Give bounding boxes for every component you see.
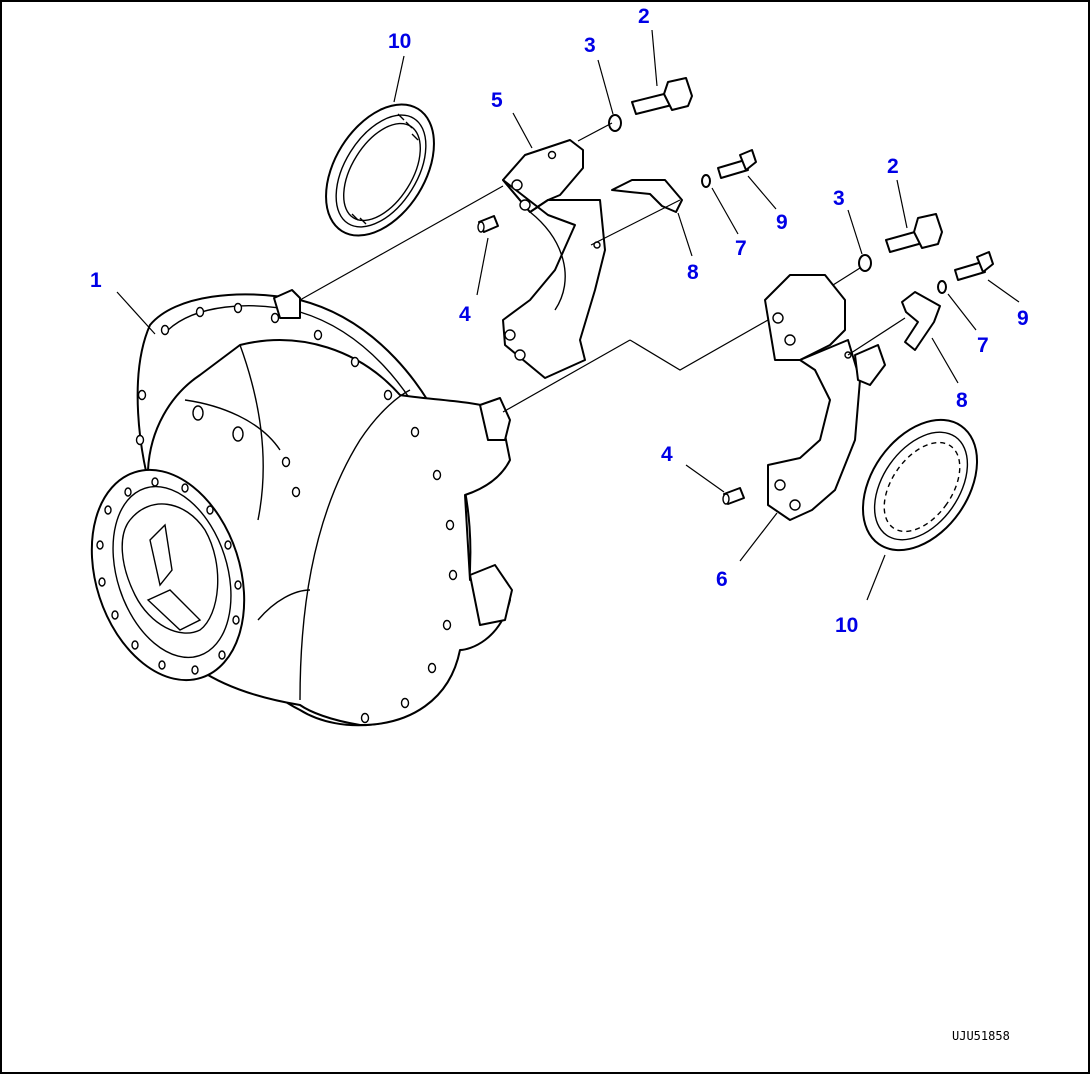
part-washer-3a[interactable]: [608, 114, 622, 132]
callout-2-right: 2: [887, 155, 899, 178]
callout-3-top: 3: [584, 34, 596, 57]
part-bearing-ring-bottom[interactable]: [839, 398, 1000, 571]
part-lock-plate-8b[interactable]: [901, 291, 941, 351]
assembly-lines: [299, 122, 906, 413]
callout-9-right: 9: [1017, 307, 1029, 330]
part-housing[interactable]: [66, 289, 513, 727]
part-washer-3b[interactable]: [858, 254, 872, 272]
front-flange-holes: [96, 477, 242, 675]
part-bolt-9b[interactable]: [954, 251, 994, 281]
callout-labels: 1 2 3 5 10 4 8 7 9 2 3 9 7 8 4 6 10: [90, 5, 1029, 637]
part-bolt-2b[interactable]: [885, 213, 943, 253]
callout-10-lower: 10: [835, 614, 858, 637]
part-lock-plate-8a[interactable]: [611, 179, 683, 213]
part-seal-ring-top[interactable]: [304, 85, 457, 255]
callout-4-top: 4: [459, 303, 471, 326]
leader-lines: [116, 29, 1020, 601]
part-washer-7a[interactable]: [701, 174, 711, 188]
callout-4-lower: 4: [661, 443, 673, 466]
part-bearing-cap-6[interactable]: [764, 274, 886, 521]
part-bearing-cap-5[interactable]: [502, 139, 606, 379]
callout-3-right: 3: [833, 187, 845, 210]
callout-8-top: 8: [687, 261, 699, 284]
part-bolt-9a[interactable]: [717, 149, 757, 179]
part-bolt-2a[interactable]: [631, 77, 693, 115]
callout-7-right: 7: [977, 334, 989, 357]
housing-bolt-holes: [135, 302, 458, 724]
drawing-code: UJU51858: [952, 1029, 1010, 1043]
callout-10-top: 10: [388, 30, 411, 53]
callout-9-top: 9: [776, 211, 788, 234]
callout-6: 6: [716, 568, 728, 591]
callout-7-top: 7: [735, 237, 747, 260]
part-pin-4a[interactable]: [477, 215, 499, 233]
callout-2-top: 2: [638, 5, 650, 28]
callout-1: 1: [90, 269, 102, 292]
part-washer-7b[interactable]: [937, 280, 947, 294]
part-pin-4b[interactable]: [722, 487, 745, 505]
callout-5: 5: [491, 89, 503, 112]
callout-8-right: 8: [956, 389, 968, 412]
